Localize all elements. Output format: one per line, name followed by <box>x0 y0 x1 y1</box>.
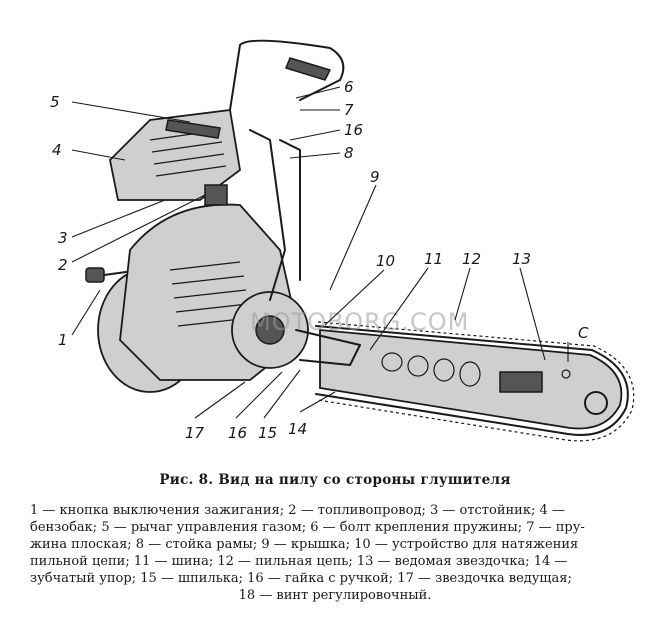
callout-label: 13 <box>512 250 531 268</box>
callout-label: 9 <box>370 168 380 186</box>
legend-line: бензобак; 5 — рычаг управления газом; 6 … <box>30 520 585 535</box>
leader-lines <box>71 86 569 419</box>
engine-body <box>97 203 361 393</box>
callout-label: 7 <box>344 101 354 119</box>
callout-label: C <box>578 324 589 342</box>
legend-line: 18 — винт регулировочный. <box>238 588 432 603</box>
callout-label: 17 <box>185 424 205 442</box>
figure-caption: Рис. 8. Вид на пилу со стороны глушителя <box>159 472 511 488</box>
callout-label: 14 <box>288 420 307 438</box>
callout-label: 16 <box>228 424 247 442</box>
callout-label: 1 <box>58 331 68 349</box>
callout-label: 11 <box>424 250 443 268</box>
watermark-text: MOTOBORG.COM <box>250 308 469 336</box>
callout-labels: 1 2 3 4 5 6 7 16 8 9 10 11 12 13 C 17 16… <box>50 78 589 442</box>
callout-label: 12 <box>462 250 481 268</box>
chainsaw-illustration: MOTOBORG.COM 1 2 3 4 5 6 7 16 8 9 10 11 <box>50 39 635 442</box>
callout-label: 10 <box>376 252 395 270</box>
ignition-button <box>85 267 127 283</box>
guide-bar <box>315 321 635 442</box>
handle-frame <box>165 39 345 301</box>
callout-label: 16 <box>344 121 363 139</box>
figure-legend: 1 — кнопка выключения зажигания; 2 — топ… <box>30 502 640 604</box>
callout-label: 15 <box>258 424 277 442</box>
callout-label: 4 <box>52 141 62 159</box>
callout-label: 8 <box>344 144 354 162</box>
legend-line: жина плоская; 8 — стойка рамы; 9 — крышк… <box>30 537 579 552</box>
legend-line: 1 — кнопка выключения зажигания; 2 — топ… <box>30 503 565 518</box>
callout-label: 2 <box>58 256 68 274</box>
bar-slots <box>381 352 608 415</box>
callout-label: 6 <box>344 78 354 96</box>
legend-line: пильной цепи; 11 — шина; 12 — пильная це… <box>30 554 568 569</box>
callout-label: 5 <box>50 93 60 111</box>
callout-label: 3 <box>58 229 68 247</box>
legend-line: зубчатый упор; 15 — шпилька; 16 — гайка … <box>30 571 572 586</box>
